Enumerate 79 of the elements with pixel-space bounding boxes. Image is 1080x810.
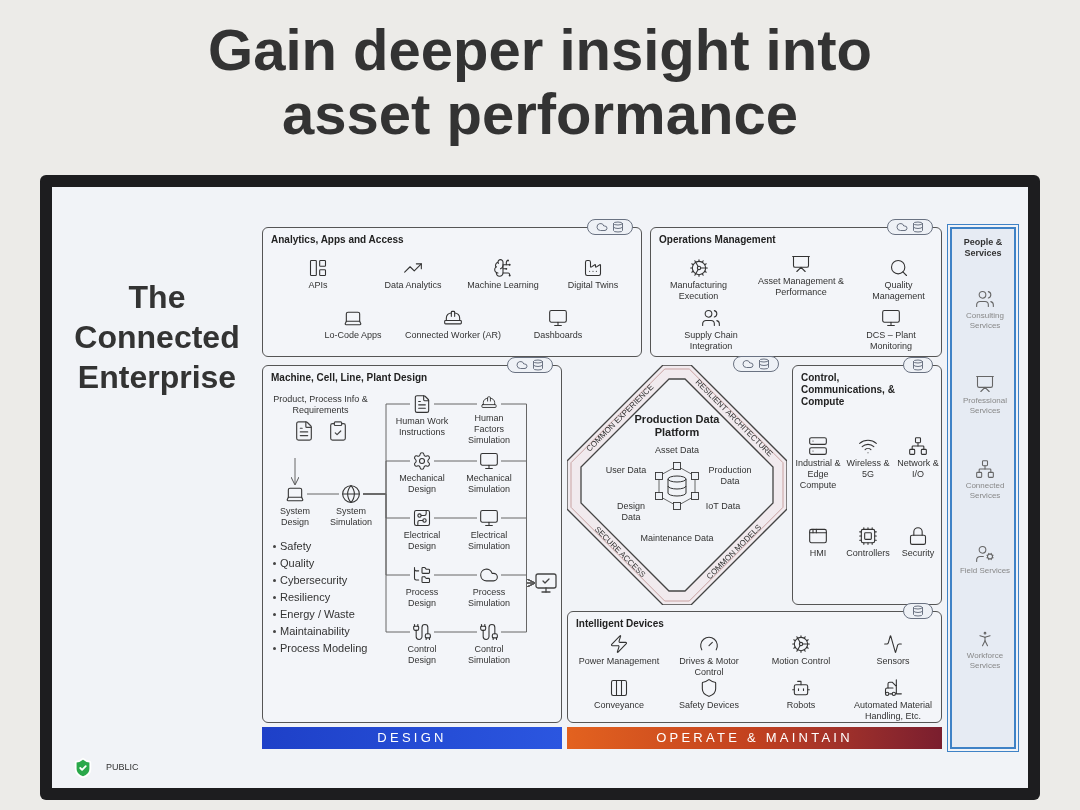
- item-label: Supply Chain Integration: [683, 330, 739, 352]
- item-label: Conveyance: [593, 700, 644, 711]
- item-label: Asset Management & Performance: [756, 276, 845, 298]
- item-label: Mechanical Simulation: [465, 473, 513, 495]
- phase-band: [262, 727, 562, 749]
- item-label: Workforce Services: [965, 651, 1005, 671]
- item-label: Safety Devices: [679, 700, 739, 711]
- item-label: Industrial & Edge Compute: [794, 458, 842, 491]
- item-label: Control Simulation: [467, 644, 511, 666]
- section-panel: [950, 227, 1016, 749]
- band-label: DESIGN: [377, 729, 447, 748]
- item-label: Field Services: [959, 566, 1011, 576]
- item-label: Drives & Motor Control: [678, 656, 740, 678]
- item-label: Electrical Simulation: [467, 530, 511, 552]
- item-label: System Design: [279, 506, 311, 528]
- item-label: APIs: [308, 280, 328, 291]
- page-title: Gain deeper insight into asset performance: [207, 18, 873, 146]
- panel-heading: Operations Management: [659, 234, 777, 246]
- data-label: Design Data: [616, 501, 646, 523]
- connector-line: [433, 631, 478, 633]
- bullet-item: Safety: [280, 539, 312, 555]
- bullet-item: Process Modeling: [280, 641, 368, 657]
- item-label: Human Factors Simulation: [467, 413, 511, 446]
- item-label: Professional Services: [962, 396, 1008, 416]
- item-label: HMI: [809, 548, 827, 559]
- item-label: Product, Process Info & Requirements: [273, 394, 368, 416]
- item-label: Power Management: [578, 656, 660, 667]
- item-label: Mechanical Design: [398, 473, 446, 495]
- item-label: Digital Twins: [567, 280, 619, 291]
- item-label: Consulting Services: [965, 311, 1005, 331]
- connector-arrow: [500, 578, 536, 633]
- bullet-item: Energy / Waste: [280, 607, 355, 623]
- panel-heading: Intelligent Devices: [576, 618, 665, 630]
- item-label: Sensors: [876, 656, 910, 667]
- data-label: Production Data: [707, 465, 753, 487]
- classification-label: PUBLIC: [106, 761, 139, 775]
- bullet-item: Cybersecurity: [280, 573, 348, 589]
- item-label: Network & I/O: [896, 458, 940, 480]
- bullet-item: Quality: [280, 556, 315, 572]
- item-label: Robots: [786, 700, 816, 711]
- item-label: Automated Material Handling, Etc.: [852, 700, 933, 722]
- panel-heading: Analytics, Apps and Access: [271, 234, 405, 246]
- item-label: Process Simulation: [467, 587, 511, 609]
- data-label: IoT Data: [705, 501, 741, 512]
- phase-band: [567, 727, 942, 749]
- connector-line: [433, 403, 478, 405]
- item-label: Machine Learning: [467, 280, 539, 291]
- item-label: Data Analytics: [384, 280, 442, 291]
- screen-heading: The Connected Enterprise: [73, 278, 241, 397]
- data-label: Maintenance Data: [640, 533, 714, 544]
- item-label: DCS – Plant Monitoring: [865, 330, 917, 352]
- item-label: Connected Services: [964, 481, 1006, 501]
- bullet-item: Maintainability: [280, 624, 350, 640]
- panel-heading: People & Services: [962, 237, 1004, 259]
- item-label: Motion Control: [771, 656, 831, 667]
- item-label: Process Design: [404, 587, 440, 609]
- band-label: OPERATE & MAINTAIN: [656, 729, 853, 748]
- item-label: Control Design: [406, 644, 438, 666]
- item-label: Human Work Instructions: [394, 416, 450, 438]
- connector-line: [433, 574, 478, 576]
- item-label: System Simulation: [329, 506, 373, 528]
- item-label: Quality Management: [871, 280, 926, 302]
- connector-line: [306, 493, 340, 495]
- bullet-item: Resiliency: [280, 590, 331, 606]
- item-label: Connected Worker (AR): [405, 330, 501, 341]
- item-label: Security: [901, 548, 935, 559]
- item-label: Manufacturing Execution: [668, 280, 728, 302]
- item-label: Electrical Design: [402, 530, 442, 552]
- connector-line: [433, 517, 478, 519]
- connector-arrow: [290, 457, 300, 486]
- item-label: Dashboards: [533, 330, 583, 341]
- panel-heading: Control, Communications, & Compute: [801, 372, 896, 408]
- connector-line: [433, 460, 478, 462]
- item-label: Wireless & 5G: [845, 458, 891, 480]
- item-label: Lo-Code Apps: [324, 330, 382, 341]
- data-label: Asset Data: [655, 445, 699, 456]
- panel-heading: Machine, Cell, Line, Plant Design: [271, 372, 429, 384]
- data-label: User Data: [605, 465, 647, 476]
- item-label: Controllers: [846, 548, 890, 559]
